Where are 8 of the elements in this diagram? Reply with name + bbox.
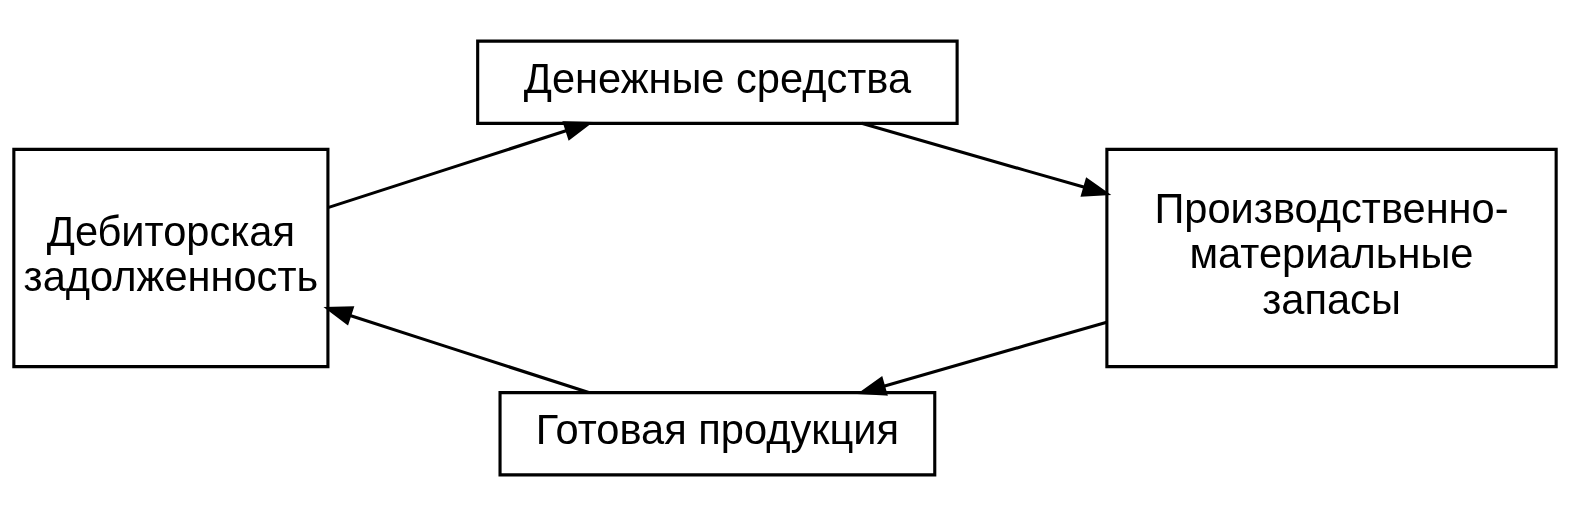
node-box: Денежные средства: [475, 39, 959, 125]
arrow: [856, 320, 1107, 396]
arrow: [322, 306, 589, 395]
node-box: Готовая продукция: [498, 391, 936, 477]
arrow: [326, 121, 593, 210]
node-box: Производственно-материальные запасы: [1104, 147, 1558, 369]
arrow: [860, 121, 1111, 197]
node-box: Дебиторская задолженность: [11, 147, 329, 369]
